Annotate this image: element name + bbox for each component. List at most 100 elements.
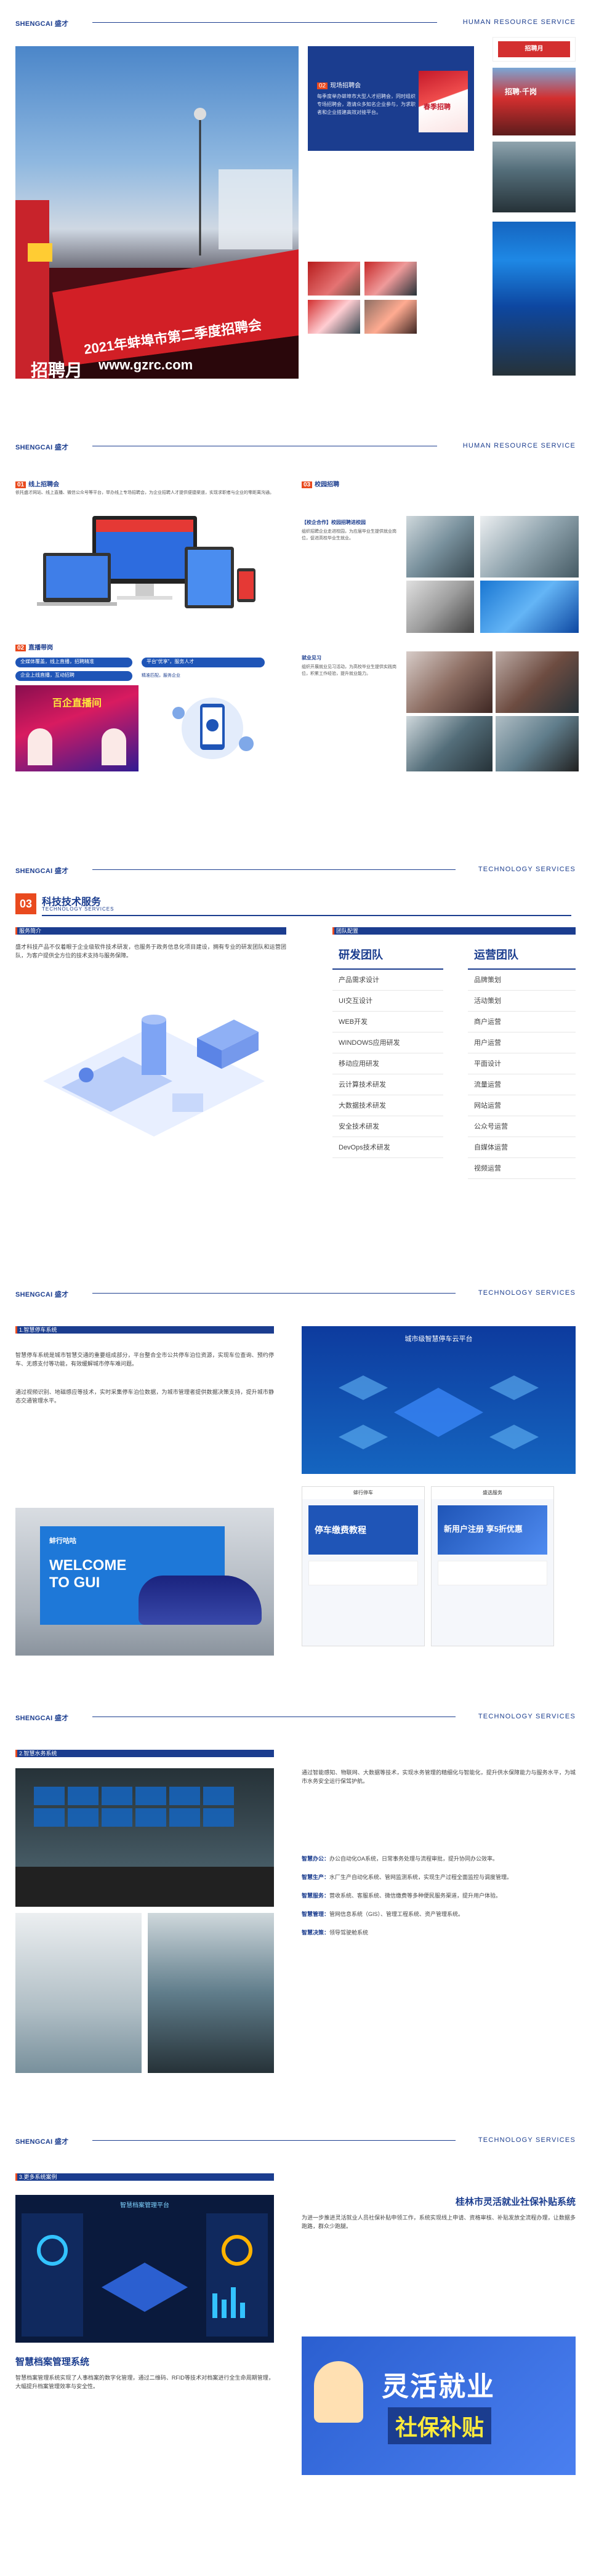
- header-tag: TECHNOLOGY SERVICES: [478, 1713, 576, 1720]
- ops-team-item: 自媒体运营: [468, 1137, 576, 1158]
- section-title-en: TECHNOLOGY SERVICES: [42, 906, 115, 912]
- header-tag: HUMAN RESOURCE SERVICE: [462, 18, 576, 26]
- campus-photo-4: [480, 581, 579, 633]
- page-4: SHENGCAI 盛才 TECHNOLOGY SERVICES 1.智慧停车系统…: [0, 1271, 591, 1694]
- rd-team-item: 云计算技术研发: [332, 1074, 443, 1095]
- parking-body-1: 智慧停车系统是城市智慧交通的重要组成部分，平台整合全市公共停车泊位资源，实现车位…: [15, 1352, 274, 1367]
- ops-team-item: 平面设计: [468, 1053, 576, 1074]
- rd-team-item: DevOps技术研发: [332, 1137, 443, 1158]
- feature-value: 领导驾驶舱系统: [329, 1930, 369, 1936]
- phone-screen-2: 盛选服务 新用户注册 享5折优惠: [431, 1486, 554, 1646]
- feature-value: 办公自动化OA系统，日常事务处理与流程审批，提升协同办公效率。: [329, 1856, 499, 1862]
- brand-logo: SHENGCAI 盛才: [15, 1291, 69, 1298]
- fair-photo-2: [364, 262, 417, 296]
- header-line: [92, 2140, 456, 2141]
- rd-team-item: 产品需求设计: [332, 970, 443, 991]
- archive-title: 智慧档案管理系统: [15, 2357, 90, 2367]
- water-feature-item: 智慧生产：水厂生产自动化系统、管网监测系统，实现生产过程全面监控与调度管理。: [302, 1873, 576, 1882]
- side-photo-2: [492, 142, 576, 212]
- page-header: SHENGCAI 盛才 TECHNOLOGY SERVICES: [0, 2136, 591, 2146]
- page-header: SHENGCAI 盛才 TECHNOLOGY SERVICES: [0, 1713, 591, 1723]
- feature-pill-4: 精准匹配，服务企业: [142, 674, 180, 678]
- feature-pill-2: 平台“优享”，服务人才: [142, 658, 265, 667]
- archive-body: 智慧档案管理系统实现了人事档案的数字化管理，通过二维码、RFID等技术对档案进行…: [15, 2375, 274, 2389]
- feature-key: 智慧决策：: [302, 1930, 330, 1936]
- job-fair-poster-photo: 春季招聘: [419, 71, 468, 132]
- water-feature-item: 智慧办公：办公自动化OA系统，日常事务处理与流程审批，提升协同办公效率。: [302, 1854, 576, 1863]
- brand-logo: SHENGCAI 盛才: [15, 444, 69, 451]
- header-line: [92, 869, 456, 870]
- internship-photo-4: [496, 716, 579, 771]
- brand-logo: SHENGCAI 盛才: [15, 1715, 69, 1722]
- header-tag: HUMAN RESOURCE SERVICE: [462, 442, 576, 449]
- parking-platform-screen: 城市级智慧停车云平台: [302, 1326, 576, 1474]
- water-feature-item: 智慧管理：管网信息系统（GIS）、管理工程系统、资产管理系统。: [302, 1910, 576, 1918]
- fair-photo-1: [308, 262, 360, 296]
- rd-team-item: WEB开发: [332, 1012, 443, 1032]
- side-red-banner: 招聘月: [492, 37, 576, 62]
- page-3: SHENGCAI 盛才 TECHNOLOGY SERVICES 03 科技技术服…: [0, 847, 591, 1271]
- mobile-recruit-illustration: [154, 688, 271, 768]
- archive-dashboard-screen: 智慧档案管理平台: [15, 2195, 274, 2343]
- cartoon-figure: [314, 2361, 363, 2423]
- feature-value: 水厂生产自动化系统、管网监测系统，实现生产过程全面监控与调度管理。: [329, 1874, 513, 1880]
- page-header: SHENGCAI 盛才 HUMAN RESOURCE SERVICE: [0, 18, 591, 28]
- rd-team-item: 大数据技术研发: [332, 1095, 443, 1116]
- live-stream-photo: 百企直播间: [15, 685, 139, 771]
- section-bar: 2.智慧水务系统: [15, 1750, 274, 1757]
- fair-photo-3: [308, 300, 360, 334]
- side-photo-1: 招聘·千岗: [492, 68, 576, 135]
- subsidy-body: 为进一步推进灵活就业人员社保补贴申领工作，系统实现线上申请、资格审核、补贴发放全…: [302, 2215, 576, 2229]
- water-feature-list: 智慧办公：办公自动化OA系统，日常事务处理与流程审批，提升协同办公效率。智慧生产…: [302, 1854, 576, 1947]
- fair-photo-4: [364, 300, 417, 334]
- header-tag: TECHNOLOGY SERVICES: [478, 2136, 576, 2144]
- brand-logo: SHENGCAI 盛才: [15, 20, 69, 28]
- parking-body-2: 通过视频识别、地磁感应等技术，实时采集停车泊位数据，为城市管理者提供数据决策支持…: [15, 1389, 274, 1404]
- feature-value: 营收系统、客服系统、微信缴费等多种便民服务渠道，提升用户体验。: [329, 1893, 502, 1899]
- stage-illustration: [15, 108, 299, 379]
- internship-box: 就业见习 组织开展就业见习活动，为高校毕业生提供实践岗位，积累工作经验，提升就业…: [302, 655, 396, 676]
- feature-key: 智慧服务：: [302, 1893, 330, 1899]
- page-header: SHENGCAI 盛才 HUMAN RESOURCE SERVICE: [0, 442, 591, 452]
- feature-value: 管网信息系统（GIS）、管理工程系统、资产管理系统。: [329, 1911, 464, 1917]
- ops-team-item: 品牌策划: [468, 970, 576, 991]
- ops-team-item: 活动策划: [468, 991, 576, 1012]
- water-body: 通过智能感知、物联网、大数据等技术，实现水务管理的精细化与智能化，提升供水保障能…: [302, 1769, 576, 1784]
- s1-body: 依托盛才网站、线上直播、微信公众号等平台，举办线上专场招聘会，为企业招聘人才提供…: [15, 491, 274, 495]
- parking-entrance-photo: 蚌行咕咕 WELCOME TO GUI: [15, 1508, 274, 1656]
- brand-logo: SHENGCAI 盛才: [15, 867, 69, 875]
- section-rule: [42, 915, 571, 916]
- water-feature-item: 智慧决策：领导驾驶舱系统: [302, 1928, 576, 1937]
- page-1: SHENGCAI 盛才 HUMAN RESOURCE SERVICE 2021年…: [0, 0, 591, 424]
- section-bar: 1.智慧停车系统: [15, 1326, 274, 1334]
- brand-logo: SHENGCAI 盛才: [15, 2138, 69, 2146]
- subsidy-poster: 灵活就业 社保补贴: [302, 2337, 576, 2475]
- poster-word-1: 灵活就业: [382, 2372, 495, 2402]
- side-photo-3: [492, 222, 576, 376]
- page-5: SHENGCAI 盛才 TECHNOLOGY SERVICES 2.智慧水务系统…: [0, 1694, 591, 2118]
- campus-recruit-box: 【校企合作】校园招聘进校园 组织招聘企业走进校园，为应届毕业生提供就业岗位，促进…: [302, 520, 396, 541]
- header-line: [92, 1293, 456, 1294]
- ops-team-item: 流量运营: [468, 1074, 576, 1095]
- water-cabinet-photo: [15, 1913, 142, 2073]
- water-feature-item: 智慧服务：营收系统、客服系统、微信缴费等多种便民服务渠道，提升用户体验。: [302, 1891, 576, 1900]
- internship-photo-1: [406, 651, 492, 713]
- feature-key: 智慧生产：: [302, 1874, 330, 1880]
- feature-key: 智慧管理：: [302, 1911, 330, 1917]
- feature-pill-3: 企业上线直播，互动招聘: [15, 671, 132, 681]
- ops-team-item: 公众号运营: [468, 1116, 576, 1137]
- feature-key: 智慧办公：: [302, 1856, 330, 1862]
- banner-sub: 招聘月: [31, 361, 83, 379]
- rd-team-item: 移动应用研发: [332, 1053, 443, 1074]
- job-fair-stage-photo: 2021年蚌埠市第二季度招聘会 招聘月 www.gzrc.com: [15, 46, 299, 379]
- section-bar: 3.更多系统案例: [15, 2173, 274, 2181]
- intro-body: 盛才科技产品不仅着眼于企业级软件技术研发，也服务于政务信息化项目建设，拥有专业的…: [15, 944, 286, 959]
- header-tag: TECHNOLOGY SERVICES: [478, 866, 576, 873]
- page-header: SHENGCAI 盛才 TECHNOLOGY SERVICES: [0, 866, 591, 875]
- car-shape: [139, 1576, 262, 1625]
- water-control-room-photo: [15, 1768, 274, 1907]
